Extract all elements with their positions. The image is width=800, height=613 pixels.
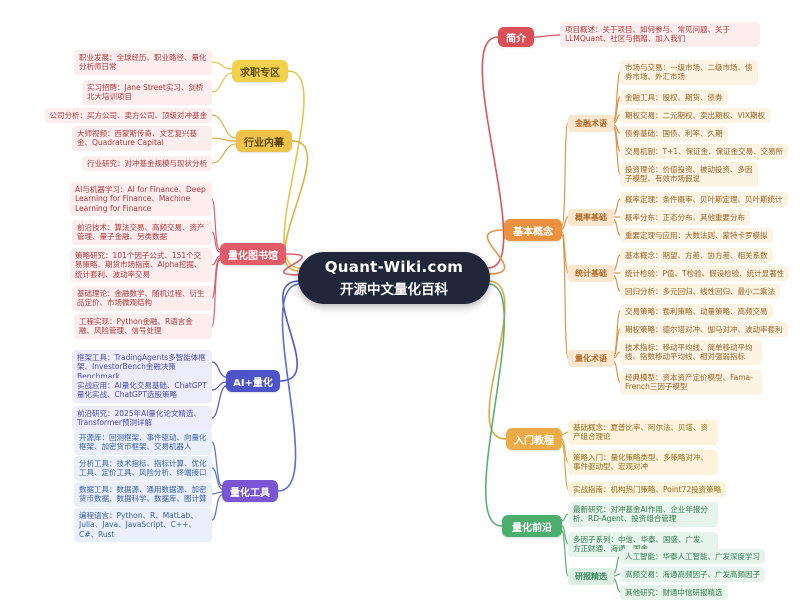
branch-node-library[interactable]: 量化图书馆 — [220, 243, 286, 265]
leaf-tutorial-strategies[interactable]: 策略入门：量化策略类型、多策略对冲、事件驱动型、宏观对冲 — [568, 450, 718, 475]
ai-edges — [211, 361, 227, 419]
leaf-reports-other[interactable]: 其他研究：财通中信研报精选 — [620, 585, 728, 601]
leaf-finance-instruments[interactable]: 金融工具：股权、期货、债券 — [620, 90, 728, 106]
leaf-prob-distributions[interactable]: 概率分布：正态分布、其他重要分布 — [620, 210, 750, 226]
leaf-ai-research[interactable]: 前沿研究：2025年AI量化论文精选、Transformer预测详解 — [72, 406, 212, 431]
subnode-probability[interactable]: 概率基础 — [568, 209, 614, 226]
tools-edges — [211, 441, 223, 521]
branch-node-intro[interactable]: 简介 — [498, 27, 534, 47]
leaf-ai-practice[interactable]: 实战应用：AI量化交易基础、ChatGPT量化实战、ChatGPT选股策略 — [72, 378, 212, 403]
leaf-industry-research[interactable]: 行业研究：对冲基金规模与现状分析 — [82, 156, 212, 172]
branch-node-ai-quant[interactable]: AI+量化 — [226, 370, 280, 392]
leaf-stat-basics[interactable]: 基本概念：期望、方差、协方差、相关系数 — [620, 248, 773, 264]
leaf-finance-markets[interactable]: 市场与交易：一级市场、二级市场、债券市场、外汇市场 — [620, 60, 758, 85]
leaf-tutorial-basics[interactable]: 基础概念：夏普比率、阿尔法、贝塔、资产组合理论 — [568, 420, 718, 445]
leaf-finance-bonds[interactable]: 债券基础：国债、利率、久期 — [620, 126, 728, 142]
branch-node-industry[interactable]: 行业内幕 — [236, 130, 292, 152]
intro-edges — [533, 34, 561, 38]
leaf-finance-options[interactable]: 期权交易：二元期权、卖出期权、VIX期权 — [620, 108, 770, 124]
leaf-library-ai-ml[interactable]: AI与机器学习：AI for Finance、Deep Learning for… — [70, 182, 212, 217]
leaf-jobs-career[interactable]: 职业发展：全球经历、职业路径、量化分析师日常 — [74, 50, 212, 75]
branch-node-jobs[interactable]: 求职专区 — [232, 60, 288, 82]
branch-node-tutorial[interactable]: 入门教程 — [506, 428, 562, 450]
leaf-quant-strategies[interactable]: 交易策略：套利策略、动量策略、高频交易 — [620, 304, 773, 320]
leaf-industry-companies[interactable]: 公司分析：买方公司、卖方公司、顶级对冲基金 — [44, 108, 212, 124]
central-topic[interactable]: Quant-Wiki.com 开源中文量化百科 — [298, 252, 490, 304]
leaf-library-theory[interactable]: 基础理论：金融数学、随机过程、衍生品定价、市场微观结构 — [72, 286, 212, 311]
leaf-finance-mechanisms[interactable]: 交易机制：T+1、保证金、保证金交易、交易所 — [620, 144, 789, 160]
leaf-industry-videos[interactable]: 大师视频：西蒙斯传奇、文艺复兴基金、Quadrature Capital — [72, 126, 212, 151]
leaf-tools-data[interactable]: 数据工具：数据源、通用数据源、加密货币数据、数据科学、数据库、图计算 — [74, 482, 212, 507]
leaf-prob-applications[interactable]: 重要定理与应用：大数法则、蒙特卡罗模拟 — [620, 228, 773, 244]
leaf-tools-opensource[interactable]: 开源库：回测框架、事件驱动、向量化框架、加密货币框架、交易机器人 — [74, 430, 212, 455]
leaf-prob-theorems[interactable]: 概率定理：条件概率、贝叶斯定理、贝叶斯统计 — [620, 192, 788, 208]
branch-node-tools[interactable]: 量化工具 — [222, 480, 278, 502]
leaf-reports-ai[interactable]: 人工智能：华泰人工智能、广发深度学习 — [620, 549, 765, 565]
leaf-library-engineering[interactable]: 工程实现：Python金融、R语言金融、风险管理、信号处理 — [74, 314, 212, 339]
leaf-jobs-internship[interactable]: 实习招聘：Jane Street实习、剑桥北大培训项目 — [82, 80, 212, 105]
leaf-quant-indicators[interactable]: 技术指标：移动平均线、简单移动平均线、指数移动平均线、相对强弱指标 — [620, 340, 762, 365]
leaf-stat-tests[interactable]: 统计检验：P值、T检验、假设检验、统计显著性 — [620, 266, 790, 282]
branch-node-frontier[interactable]: 量化前沿 — [502, 515, 562, 537]
leaf-library-frontier[interactable]: 前沿技术：算法交易、高频交易、资产管理、量子金融、另类数据 — [72, 220, 212, 245]
subnode-statistics[interactable]: 统计基础 — [568, 265, 614, 282]
central-topic-title: Quant-Wiki.com — [324, 258, 464, 276]
subnode-quant-terms[interactable]: 量化术语 — [568, 350, 614, 367]
leaf-tutorial-practice[interactable]: 实战指南：机构热门策略、Point72投资策略 — [568, 482, 727, 498]
leaf-reports-hft[interactable]: 高频交易：海通高频因子、广发高频因子 — [620, 567, 765, 583]
branch-node-concepts[interactable]: 基本概念 — [504, 219, 562, 241]
jobs-edges — [211, 61, 233, 93]
industry-edges — [211, 114, 237, 164]
leaf-quant-models[interactable]: 经典模型：资本资产定价模型、Fama-French三因子模型 — [620, 370, 762, 395]
leaf-finance-investing[interactable]: 投资理论：价值投资、被动投资、多因子模型、有效市场假说 — [620, 162, 758, 187]
leaf-frontier-research[interactable]: 最新研究：对冲基金AI作用、企业年报分析、RD-Agent、投资组合管理 — [568, 502, 718, 527]
leaf-quant-options[interactable]: 期权策略：德尔塔对冲、伽马对冲、波动率套利 — [620, 322, 788, 338]
leaf-tools-analysis[interactable]: 分析工具：技术指标、指标计算、优化工具、定价工具、风险分析、终端接口 — [74, 456, 212, 481]
leaf-intro-overview[interactable]: 项目概述：关于项目、如何参与、常见问题、关于LLMQuant、社区与捐赠、加入我… — [560, 22, 760, 47]
leaf-library-strategies[interactable]: 策略研究：101个因子公式、151个交易策略、期货市场指南、Alpha挖掘、统计… — [70, 248, 212, 283]
leaf-stat-regression[interactable]: 回归分析：多元回归、线性回归、最小二乘法 — [620, 284, 780, 300]
leaf-tools-languages[interactable]: 编程语言：Python、R、MatLab、Julia、Java、JavaScri… — [74, 508, 212, 543]
library-edges — [211, 198, 221, 327]
subnode-finance-terms[interactable]: 金融术语 — [568, 115, 614, 132]
subnode-reports[interactable]: 研报精选 — [568, 568, 614, 585]
central-topic-subtitle: 开源中文量化百科 — [340, 282, 448, 298]
